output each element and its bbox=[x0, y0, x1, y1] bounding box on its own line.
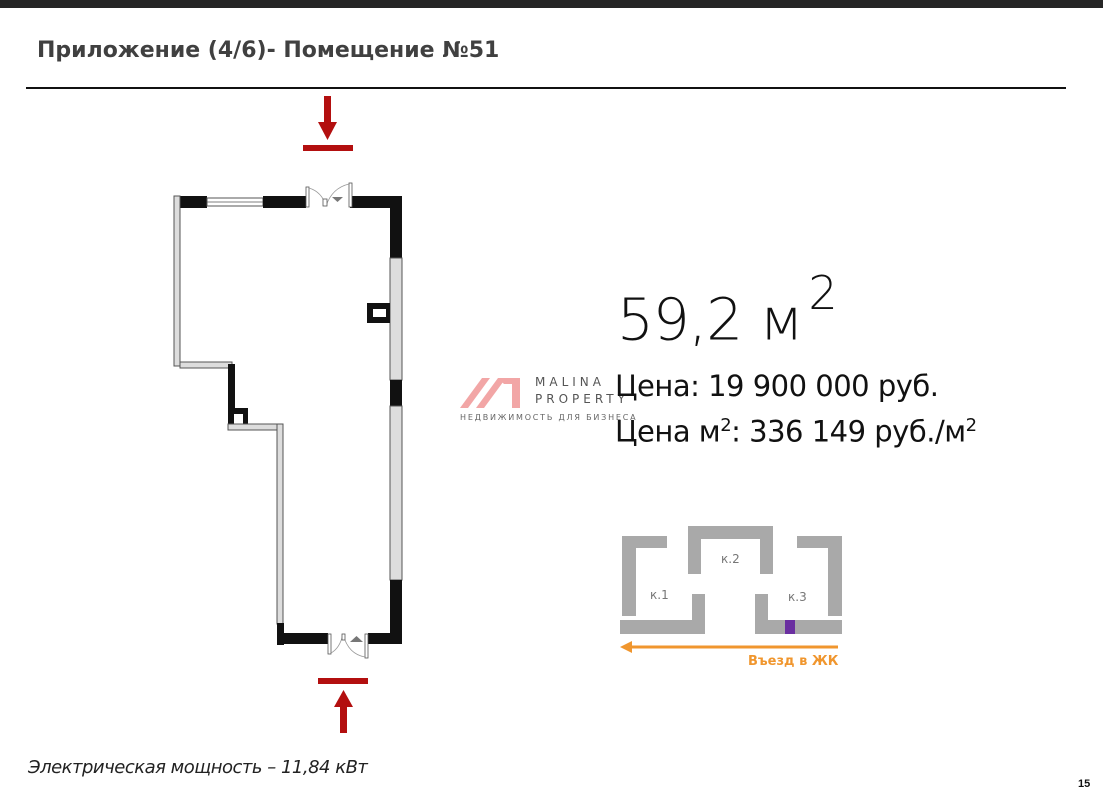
title-divider bbox=[26, 87, 1066, 89]
page-title: Приложение (4/6)- Помещение №51 bbox=[37, 38, 500, 63]
building-shapes bbox=[620, 526, 842, 634]
building-label-k3: к.3 bbox=[788, 590, 807, 604]
price-per-m2-prefix: Цена м bbox=[615, 414, 721, 449]
price-per-m2-value: : 336 149 руб./м bbox=[731, 414, 966, 449]
building-label-k1: к.1 bbox=[650, 588, 669, 602]
top-bar bbox=[0, 0, 1103, 8]
entrance-arrow-bottom-icon bbox=[318, 678, 368, 733]
price-block: Цена: 19 900 000 руб. Цена м2: 336 149 р… bbox=[615, 366, 977, 452]
price-per-m2-sup: 2 bbox=[720, 415, 732, 436]
site-plan bbox=[620, 526, 842, 653]
area-number: 59,2 м bbox=[617, 285, 803, 354]
area-superscript: 2 bbox=[808, 266, 837, 320]
price-per-m2: Цена м2: 336 149 руб./м2 bbox=[615, 406, 977, 452]
building-label-k2: к.2 bbox=[721, 552, 740, 566]
price-per-m2-tail-sup: 2 bbox=[965, 415, 977, 436]
entry-arrow-head-icon bbox=[620, 641, 632, 653]
watermark-tagline: НЕДВИЖИМОСТЬ ДЛЯ БИЗНЕСА bbox=[460, 413, 638, 422]
malina-logo-icon bbox=[460, 378, 520, 408]
price-total: Цена: 19 900 000 руб. bbox=[615, 369, 939, 403]
electric-power-note: Электрическая мощность – 11,84 кВт bbox=[28, 757, 368, 778]
entrance-arrow-top-icon bbox=[303, 96, 353, 151]
watermark-line2: PROPERTY bbox=[535, 392, 629, 406]
entry-label: Въезд в ЖК bbox=[748, 654, 839, 669]
page-number: 15 bbox=[1078, 778, 1091, 790]
unit-highlight-marker bbox=[785, 620, 795, 634]
watermark-line1: MALINA bbox=[535, 375, 605, 389]
